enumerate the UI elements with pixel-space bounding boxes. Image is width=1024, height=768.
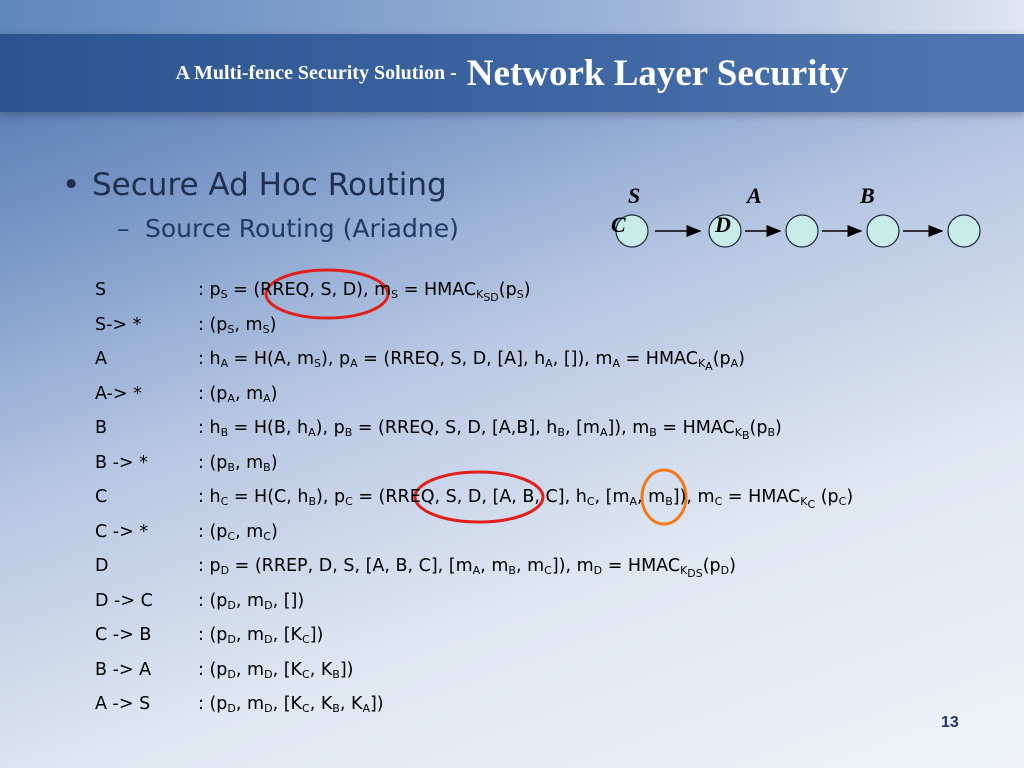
- step-row: B : hB = H(B, hA), pB = (RREQ, S, D, [A,B…: [95, 418, 1005, 453]
- node-label-d: D: [714, 212, 731, 237]
- step-expr: : hA = H(A, mS), pA = (RREQ, S, D, [A], …: [198, 349, 745, 373]
- step-row: A-> * : (pA, mA): [95, 384, 1005, 419]
- step-label: S-> *: [95, 314, 142, 335]
- step-expr: : (pC, mC): [198, 521, 278, 543]
- step-row: A : hA = H(A, mS), pA = (RREQ, S, D, [A],…: [95, 349, 1005, 384]
- step-label: D: [95, 556, 109, 576]
- step-label: C: [95, 487, 108, 507]
- node-label-b: B: [859, 183, 875, 208]
- bullet-main: • Secure Ad Hoc Routing: [62, 167, 447, 203]
- step-expr: : hC = H(C, hB), pC = (RREQ, S, D, [A, B…: [198, 487, 854, 511]
- step-label: B: [95, 418, 108, 438]
- step-expr: : (pD, mD, [KC]): [198, 625, 324, 646]
- step-label: A-> *: [95, 383, 142, 404]
- step-label: A -> S: [95, 694, 151, 714]
- node-c: [866, 214, 900, 248]
- title-main: Network Layer Security: [466, 52, 849, 94]
- step-expr: : (pD, mD, []): [198, 590, 305, 612]
- node-a: [708, 214, 742, 248]
- step-label: D -> C: [95, 590, 153, 611]
- top-shine: [0, 0, 1024, 34]
- node-label-c: C: [611, 212, 626, 237]
- bullet-dash: –: [117, 214, 130, 243]
- step-row: D : pD = (RREP, D, S, [A, B, C], [mA, mB,…: [95, 556, 1005, 591]
- step-expr: : (pD, mD, [KC, KB, KA]): [198, 694, 384, 715]
- title-band: [0, 34, 1024, 112]
- step-expr: : (pS, mS): [198, 314, 277, 336]
- step-row: A -> S : (pD, mD, [KC, KB, KA]): [95, 694, 1005, 729]
- slide-title: A Multi-fence Security Solution - Networ…: [0, 34, 1024, 112]
- title-prefix: A Multi-fence Security Solution -: [175, 61, 457, 84]
- step-label: C -> *: [95, 521, 149, 542]
- step-label: A: [95, 349, 107, 369]
- step-expr: : pD = (RREP, D, S, [A, B, C], [mA, mB, …: [198, 556, 736, 580]
- step-expr: : pS = (RREQ, S, D), mS = HMACKSD(pS): [198, 280, 531, 304]
- node-d: [947, 214, 981, 248]
- step-label: B -> A: [95, 659, 152, 680]
- sub-bullet-text: Source Routing (Ariadne): [145, 214, 459, 243]
- node-s: [615, 214, 649, 248]
- step-row: C -> B : (pD, mD, [KC]): [95, 625, 1005, 660]
- protocol-steps: S : pS = (RREQ, S, D), mS = HMACKSD(pS) S…: [95, 280, 1005, 729]
- step-label: S: [95, 280, 107, 300]
- node-b: [785, 214, 819, 248]
- step-row: D -> C : (pD, mD, []): [95, 591, 1005, 626]
- step-row: B -> A : (pD, mD, [KC, KB]): [95, 660, 1005, 695]
- step-row: C : hC = H(C, hB), pC = (RREQ, S, D, [A, …: [95, 487, 1005, 522]
- step-row: B -> * : (pB, mB): [95, 453, 1005, 488]
- step-expr: : hB = H(B, hA), pB = (RREQ, S, D, [A,B]…: [198, 418, 782, 442]
- bullet-sub: –Source Routing (Ariadne): [117, 214, 459, 243]
- step-expr: : (pD, mD, [KC, KB]): [198, 659, 354, 681]
- step-row: S-> * : (pS, mS): [95, 315, 1005, 350]
- bullet-dot: •: [62, 167, 81, 203]
- step-label: B -> *: [95, 452, 148, 473]
- node-label-a: A: [745, 183, 762, 208]
- bullet-text: Secure Ad Hoc Routing: [92, 167, 447, 203]
- page-number: 13: [941, 714, 959, 731]
- step-expr: : (pA, mA): [198, 383, 278, 405]
- step-label: C -> B: [95, 625, 152, 645]
- node-label-s: S: [628, 183, 640, 208]
- step-row: C -> * : (pC, mC): [95, 522, 1005, 557]
- step-expr: : (pB, mB): [198, 452, 278, 474]
- step-row: S : pS = (RREQ, S, D), mS = HMACKSD(pS): [95, 280, 1005, 315]
